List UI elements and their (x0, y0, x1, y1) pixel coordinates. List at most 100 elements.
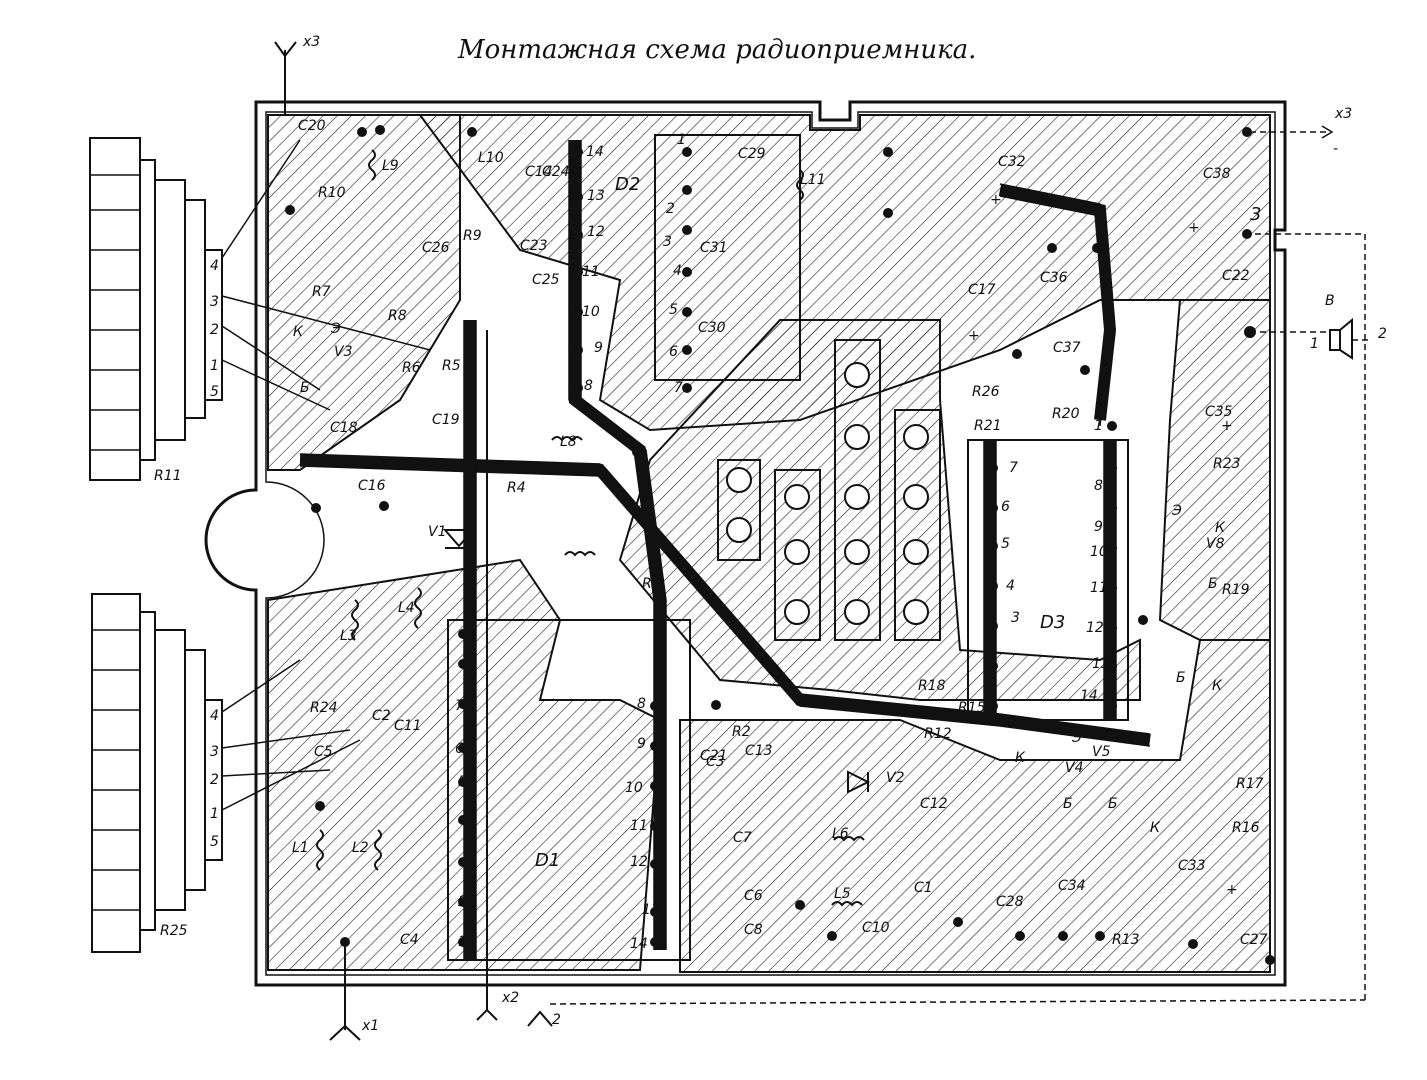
component-label: C5 (314, 744, 333, 760)
d3-pin-left: 7 (1009, 460, 1018, 476)
component-labels: C20 L9 R10 L10 C24 C29 L11 R7 V3 C26 R9 … (292, 118, 1268, 948)
component-label: R10 (318, 185, 346, 201)
component-label: C35 (1205, 404, 1233, 420)
component-label: R23 (1213, 456, 1241, 472)
r11-label: R11 (154, 468, 182, 484)
bottom-terminals: x1 x2 2 (329, 330, 1366, 1041)
plus-mark: + (1226, 882, 1238, 898)
modules: D2 D3 D1 (447, 134, 1129, 961)
inductors (316, 149, 865, 907)
solder-pads (285, 125, 1275, 965)
component-label: C12 (920, 796, 948, 812)
d2-pin-left: 6 (669, 344, 678, 360)
component-label: R6 (402, 360, 421, 376)
component-label: R5 (442, 358, 461, 374)
component-label: C25 (532, 272, 560, 288)
r25-pin: 3 (210, 744, 219, 760)
component-label: C26 (422, 240, 450, 256)
component-label: L5 (834, 886, 851, 902)
d1-pin-left: 11 (630, 818, 648, 834)
d1-pin-right: 6 (455, 741, 464, 757)
r11-pin: 2 (210, 322, 219, 338)
d2-pin-right: 14 (586, 144, 604, 160)
diodes: V1 V2 (428, 524, 905, 794)
terminal-2-bottom-label: 2 (552, 1012, 561, 1028)
r11-pin: 1 (210, 358, 219, 374)
d2-pin-right: 12 (587, 224, 605, 240)
component-label: R3 (642, 576, 661, 592)
d2-pin-left: 1 (677, 132, 686, 148)
mark-b: Б (1063, 796, 1073, 812)
component-label: V3 (334, 344, 352, 360)
r25-pin: 2 (210, 772, 219, 788)
r11-pin: 3 (210, 294, 219, 310)
mark-k: К (1150, 820, 1161, 836)
mark-e: Э (1171, 503, 1182, 519)
plus-mark: + (1098, 372, 1110, 388)
component-label: C37 (1053, 340, 1081, 356)
component-label: R12 (924, 726, 952, 742)
terminal-x3-right-label: x3 (1334, 106, 1352, 122)
component-label: C38 (1203, 166, 1231, 182)
d2-pin-left: 7 (674, 380, 683, 396)
d3-pin-right: 12 (1086, 620, 1104, 636)
component-label: C23 (520, 238, 548, 254)
mark-e: Э (330, 321, 341, 337)
d2-pin-right: 10 (582, 304, 600, 320)
d3-pin-right: 14 (1080, 688, 1098, 704)
component-label: R9 (463, 228, 482, 244)
component-label: L11 (800, 172, 826, 188)
r25-pin: 5 (210, 834, 219, 850)
polarity-marks: + + + + + + - (968, 141, 1338, 898)
component-label: C17 (968, 282, 996, 298)
module-d1-label: D1 (535, 850, 560, 871)
r25-pin: 1 (210, 806, 219, 822)
component-label: L6 (832, 826, 849, 842)
component-label: R4 (507, 480, 526, 496)
component-label: C34 (1058, 878, 1086, 894)
component-label: L1 (292, 840, 309, 856)
component-label: C28 (996, 894, 1024, 910)
module-pin-numbers: 1 2 3 4 5 6 7 14 13 12 11 10 9 8 7 6 5 4… (455, 132, 1110, 952)
component-label: C16 (358, 478, 386, 494)
component-label: R24 (310, 700, 338, 716)
component-label: C29 (738, 146, 766, 162)
component-label: L2 (352, 840, 369, 856)
component-label: C30 (698, 320, 726, 336)
d1-pin-right: 1 (458, 934, 467, 950)
d2-pin-left: 4 (673, 263, 682, 279)
component-label: R19 (1222, 582, 1250, 598)
d3-pin-left: 3 (1011, 610, 1020, 626)
component-label: C24 (542, 164, 570, 180)
component-label: C21 (700, 748, 728, 764)
d3-pin-right: 13 (1092, 656, 1110, 672)
mark-k: К (1212, 678, 1223, 694)
terminal-3-label: 3 (1250, 204, 1261, 225)
antenna-x3-top: x3 (274, 34, 320, 115)
component-label: C8 (744, 922, 763, 938)
component-label: C36 (1040, 270, 1068, 286)
component-label: L9 (382, 158, 399, 174)
terminal-2-right-label: 2 (1378, 326, 1387, 342)
component-label: L8 (560, 434, 577, 450)
component-label: L10 (478, 150, 504, 166)
plus-mark: + (990, 192, 1002, 208)
component-label: V4 (1065, 760, 1083, 776)
d1-pin-left: 14 (630, 936, 648, 952)
component-label: C1 (914, 880, 933, 896)
d3-pin-left: 4 (1006, 578, 1015, 594)
component-label: V5 (1092, 744, 1111, 760)
component-label: C18 (330, 420, 358, 436)
component-label: R8 (388, 308, 407, 324)
d1-pin-left: 8 (637, 696, 646, 712)
component-label: C14 (525, 164, 553, 180)
mark-k: К (1015, 750, 1026, 766)
mark-b: Б (1108, 796, 1118, 812)
plus-mark: + (1221, 418, 1233, 434)
transistor-marks: К Б Э К Б Э Б К К Б Б К Э (293, 321, 1226, 836)
component-label: C33 (1178, 858, 1206, 874)
copper-fill-top-mid (418, 114, 1271, 432)
d3-pin-right: 11 (1090, 580, 1108, 596)
speaker-label: B (1325, 293, 1335, 309)
